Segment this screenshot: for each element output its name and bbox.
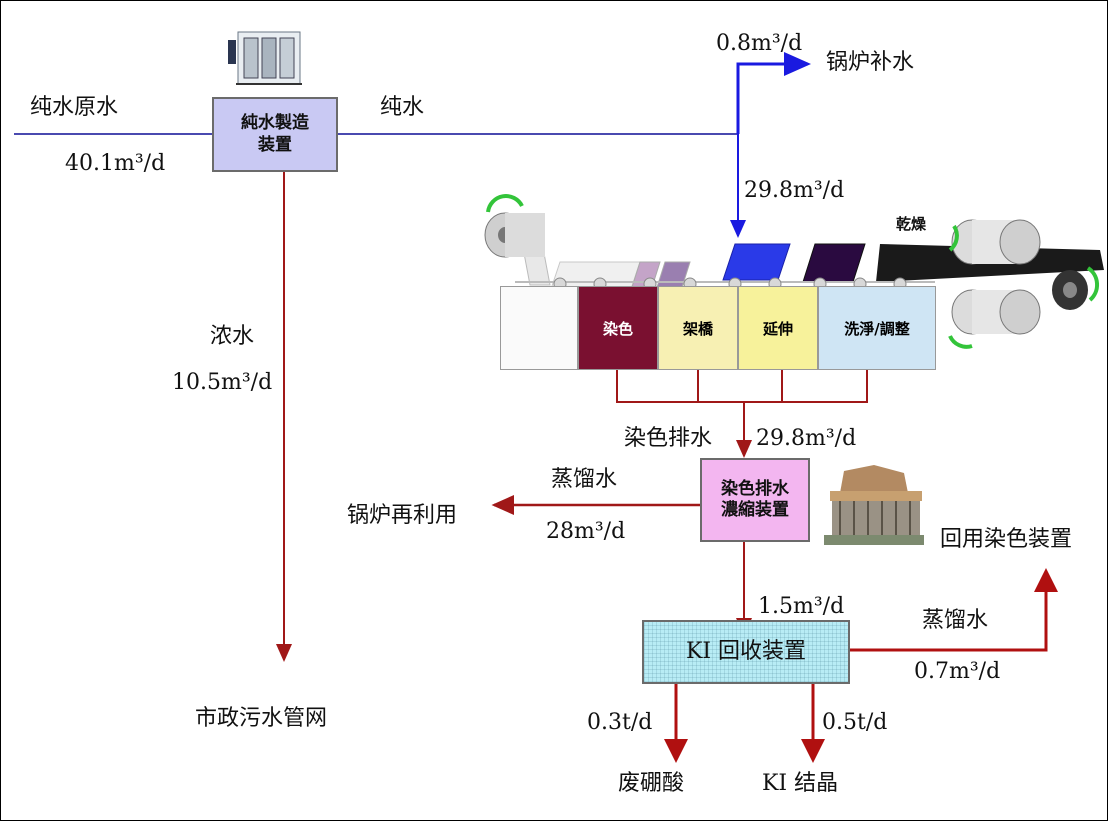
pure-water-unit-line1: 純水製造 [241,113,309,134]
brine-flow: 10.5m³/d [172,370,273,395]
return-dye-arrow [850,568,1058,652]
concentrator-plant-photo [824,463,924,545]
concentrate-flow: 1.5m³/d [758,594,845,619]
municipal-sewer-label: 市政污水管网 [195,706,328,731]
pure-water-unit: 純水製造 装置 [212,97,338,172]
ki-crystal-flow: 0.5t/d [822,710,888,735]
boric-acid-label: 废硼酸 [618,771,685,796]
process-water-flow: 29.8m³/d [744,178,845,203]
pure-water-label: 纯水 [380,95,425,120]
pure-water-unit-line2: 装置 [258,134,292,155]
dye-drain-label: 染色排水 [624,426,713,451]
water-treatment-equipment-icon [228,31,302,85]
boiler-makeup-flow: 0.8m³/d [716,31,803,56]
ki-recovery-unit: KI 回收装置 [642,620,850,684]
concentrate-unit-line2: 濃縮装置 [721,500,789,520]
ki-crystal-label: KI 结晶 [762,771,839,796]
distilled-water-label-1: 蒸馏水 [551,467,618,492]
boiler-makeup-arrow [736,52,811,134]
return-dye-label: 回用染色装置 [940,527,1073,552]
concentrate-unit-line1: 染色排水 [721,478,789,499]
tank-blank [500,286,578,370]
distilled-water-flow-2: 0.7m³/d [914,659,1001,684]
boiler-makeup-label: 锅炉补水 [826,50,915,75]
brine-label: 浓水 [210,324,255,349]
dye-drain-flow: 29.8m³/d [756,426,857,451]
tank-bridge: 架橋 [658,286,738,370]
boric-acid-flow: 0.3t/d [587,710,653,735]
raw-water-label: 纯水原水 [30,95,119,120]
boiler-reuse-label: 锅炉再利用 [347,503,458,528]
dry-label: 乾燥 [896,215,927,233]
tank-wash: 洗淨/調整 [818,286,936,370]
raw-water-flow: 40.1m³/d [65,151,166,176]
tank-stretch: 延伸 [738,286,818,370]
tank-dye: 染色 [578,286,658,370]
distilled-water-flow-1: 28m³/d [546,519,626,544]
concentrate-unit: 染色排水 濃縮装置 [700,458,810,542]
distilled-water-label-2: 蒸馏水 [922,608,989,633]
drain-collector [616,370,868,403]
